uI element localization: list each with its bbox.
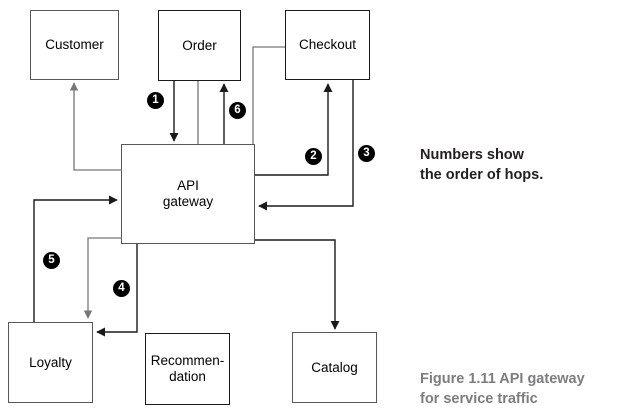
node-recommendation[interactable]: Recommen- dation bbox=[145, 333, 230, 405]
hop-badge-3-number: 3 bbox=[363, 146, 370, 159]
edge-gateway-to-catalog bbox=[255, 239, 340, 330]
node-checkout-label: Checkout bbox=[298, 37, 357, 53]
hop-badge-6-number: 6 bbox=[234, 103, 241, 116]
edge-checkout-left-down bbox=[252, 46, 285, 244]
node-order[interactable]: Order bbox=[158, 10, 241, 81]
hop-badge-1: 1 bbox=[147, 92, 164, 109]
node-order-label: Order bbox=[182, 37, 217, 53]
hop-badge-1-number: 1 bbox=[152, 93, 159, 106]
node-catalog[interactable]: Catalog bbox=[292, 332, 377, 403]
hop-badge-4: 4 bbox=[113, 280, 130, 297]
node-loyalty[interactable]: Loyalty bbox=[8, 322, 93, 403]
node-api-gateway-label: API gateway bbox=[162, 178, 214, 209]
hop-badge-2: 2 bbox=[305, 148, 322, 165]
edge-gateway-to-loyalty-dark bbox=[96, 244, 138, 337]
node-checkout[interactable]: Checkout bbox=[285, 10, 370, 80]
hop-badge-5-number: 5 bbox=[48, 253, 55, 266]
edge-gateway-to-customer bbox=[69, 82, 121, 171]
edge-gateway-to-loyalty-gray bbox=[83, 237, 121, 319]
node-catalog-label: Catalog bbox=[311, 359, 358, 375]
hop-badge-6: 6 bbox=[229, 102, 246, 119]
hop-badge-4-number: 4 bbox=[118, 281, 125, 294]
hop-badge-2-number: 2 bbox=[310, 149, 317, 162]
edge-checkout-to-gateway bbox=[258, 80, 354, 211]
hop-badge-5: 5 bbox=[43, 252, 60, 269]
hop-badge-3: 3 bbox=[358, 145, 375, 162]
node-api-gateway[interactable]: API gateway bbox=[121, 144, 255, 244]
figure-caption-line1: Figure 1.11 API gateway bbox=[420, 371, 585, 387]
node-customer[interactable]: Customer bbox=[30, 10, 119, 80]
figure-caption-line2: for service traffic bbox=[420, 391, 538, 407]
node-customer-label: Customer bbox=[45, 37, 104, 53]
figure-caption: Figure 1.11 API gateway for service traff… bbox=[420, 369, 585, 409]
legend-note: Numbers show the order of hops. bbox=[420, 145, 543, 185]
node-recommendation-label: Recommen- dation bbox=[150, 353, 225, 384]
edge-gateway-to-checkout bbox=[255, 83, 333, 176]
node-loyalty-label: Loyalty bbox=[29, 354, 72, 370]
legend-note-line2: the order of hops. bbox=[420, 167, 544, 183]
edge-loyalty-to-gateway bbox=[33, 195, 118, 322]
legend-note-line1: Numbers show bbox=[420, 147, 524, 163]
